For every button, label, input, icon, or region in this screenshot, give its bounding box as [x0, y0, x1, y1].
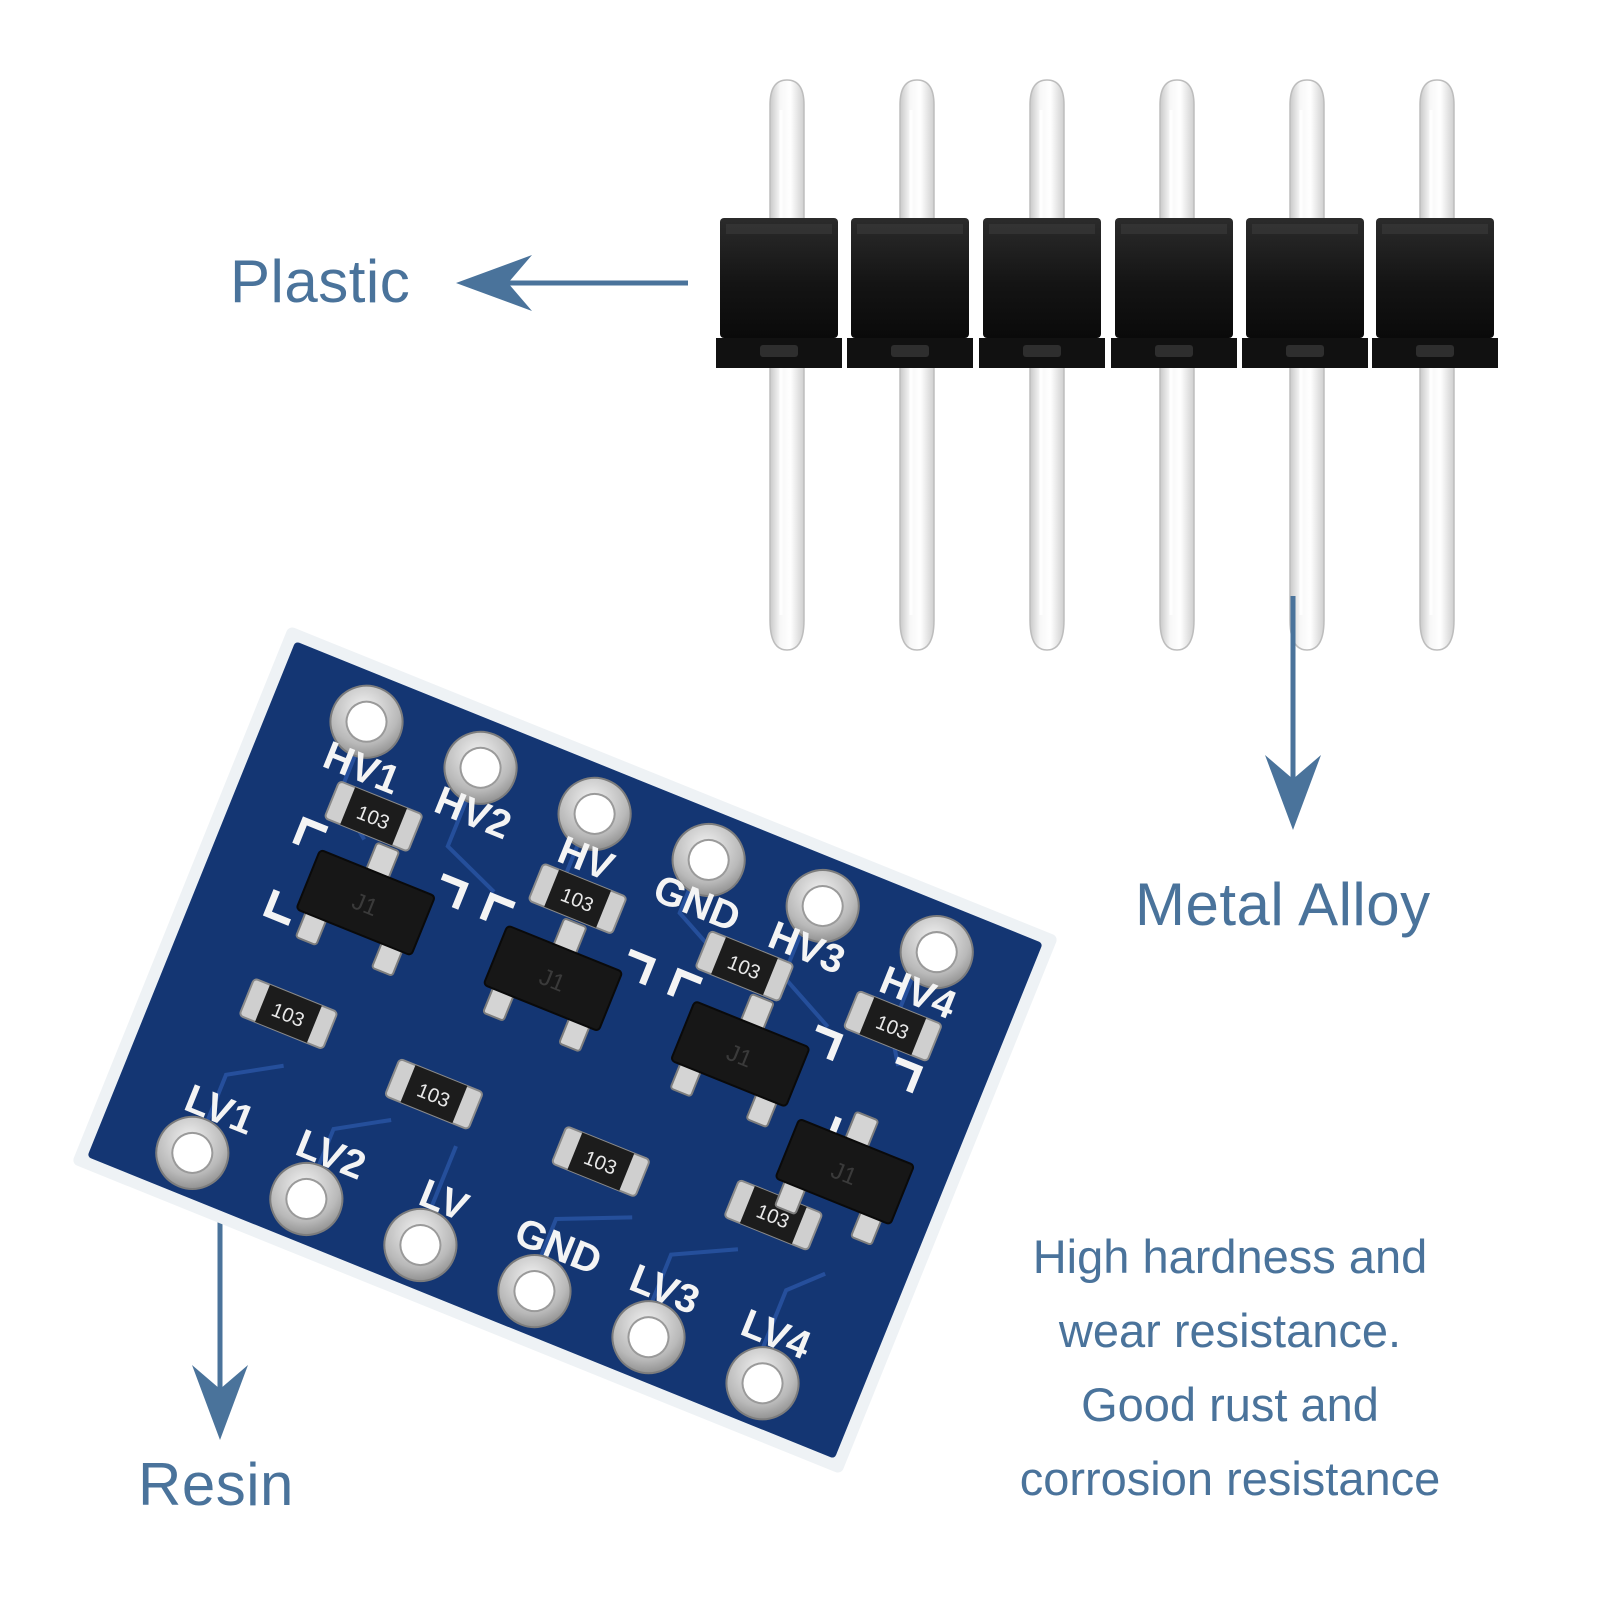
resin-arrow: [192, 1205, 248, 1440]
smd-resistor: 103: [724, 1179, 823, 1251]
plastic-block: [720, 218, 838, 338]
smd-resistor: 103: [551, 1126, 650, 1197]
smd-resistor: 103: [239, 978, 338, 1049]
sot23-transistor: J1: [774, 1111, 915, 1246]
smd-resistor: 103: [528, 863, 627, 934]
sot23-transistor: J1: [295, 842, 435, 976]
plastic-block: [1115, 218, 1233, 338]
plastic-block: [1246, 218, 1364, 338]
plastic-label: Plastic: [230, 248, 411, 315]
pads-bottom-row: [155, 1115, 800, 1421]
smd-resistor: 103: [384, 1058, 483, 1130]
header-plastic-strip: [716, 218, 1498, 368]
pads-top-row: [329, 684, 974, 990]
sot23-transistor: J1: [670, 993, 810, 1128]
description-line-4: corrosion resistance: [1019, 1452, 1441, 1505]
description-line-3: Good rust and: [1081, 1378, 1379, 1431]
material-description: High hardness and wear resistance. Good …: [980, 1220, 1480, 1516]
metal-alloy-arrow: [1265, 596, 1321, 830]
level-shifter-board: HV1 HV2 HV GND HV3 HV4 LV1 LV2 LV GND LV…: [73, 627, 1057, 1473]
pin-header: [716, 79, 1498, 651]
plastic-block: [851, 218, 969, 338]
description-line-2: wear resistance.: [1058, 1304, 1402, 1357]
plastic-block: [1376, 218, 1494, 338]
resin-label: Resin: [138, 1451, 294, 1518]
smd-resistor: 103: [324, 781, 423, 852]
metal-alloy-label: Metal Alloy: [1135, 871, 1431, 938]
smd-resistor: 103: [695, 930, 794, 1002]
plastic-arrow: [456, 255, 688, 311]
description-line-1: High hardness and: [1032, 1230, 1428, 1283]
smd-resistor: 103: [843, 990, 942, 1062]
smd-resistors: 103 103 103 103 103 103 103 103: [239, 781, 942, 1251]
sot23-transistor: J1: [482, 918, 623, 1052]
pcb-substrate: [88, 642, 1042, 1458]
plastic-block: [983, 218, 1101, 338]
